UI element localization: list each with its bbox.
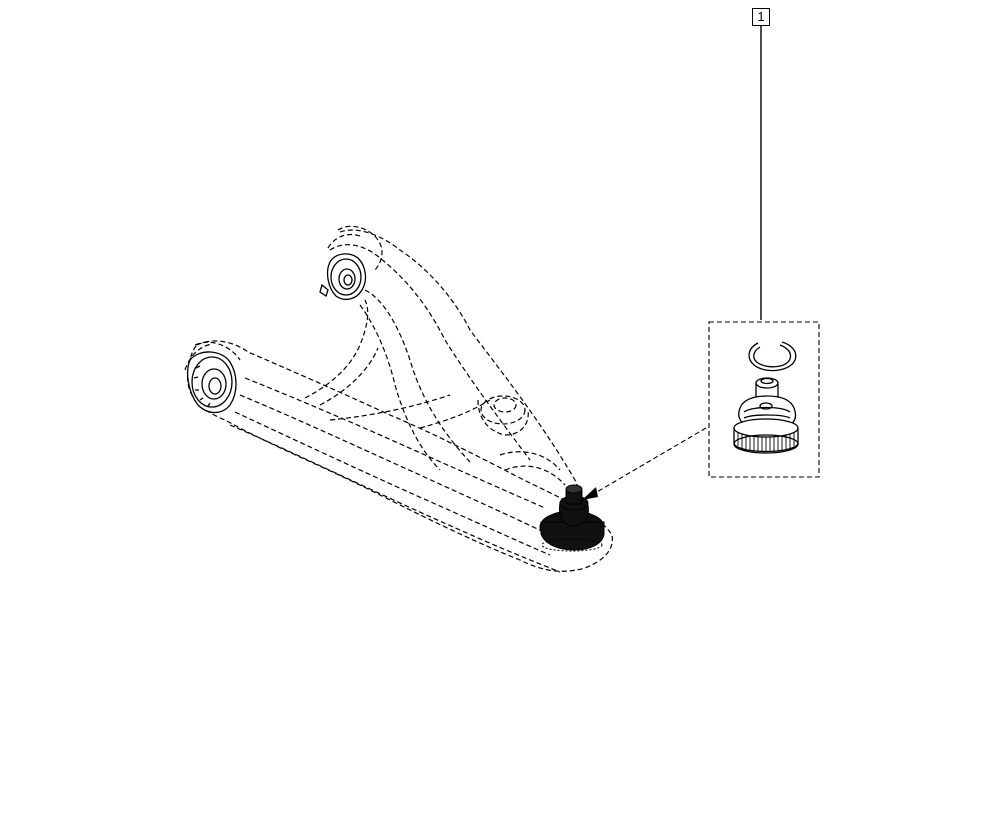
detail-leader-line — [582, 427, 707, 500]
leader-arrow-icon — [582, 487, 598, 500]
callout-number-label: 1 — [752, 8, 770, 26]
retaining-ring — [748, 341, 797, 372]
front-bushing — [184, 341, 241, 414]
rear-bushing — [319, 225, 383, 301]
lower-control-arm — [187, 229, 613, 573]
replacement-ball-joint — [733, 377, 799, 454]
part-detail-box — [708, 321, 820, 478]
installed-ball-joint — [539, 484, 605, 552]
